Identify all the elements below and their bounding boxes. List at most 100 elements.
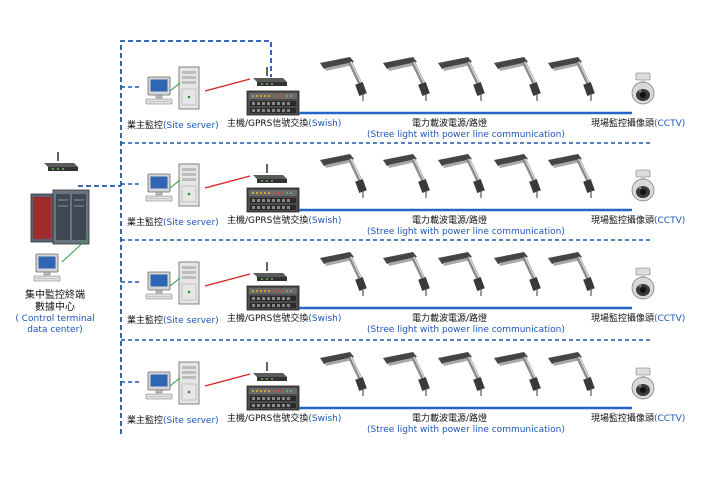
site-red-link <box>204 78 251 92</box>
streetlight-label-en: (Stree light with power line communicati… <box>367 227 565 237</box>
switch-label-group: 主機/GPRS信號交換(Swish) <box>227 119 341 130</box>
computer-icon <box>145 173 173 202</box>
tower-server-icon <box>178 361 200 405</box>
site-label-en: (Site server) <box>163 416 219 426</box>
control-center-label: 集中監控終端 數據中心 ( Control terminal data cent… <box>2 290 108 336</box>
site-row <box>121 152 655 213</box>
site-green-link <box>169 277 181 287</box>
camera-label-en: (CCTV) <box>654 216 686 226</box>
site-green-link <box>169 377 181 387</box>
streetlight-label-en-group: (Stree light with power line communicati… <box>367 425 565 436</box>
router-icon <box>43 151 79 172</box>
site-server-label: 業主監控(Site server) <box>127 218 219 229</box>
tower-server-icon <box>178 66 200 110</box>
tower-server-icon <box>178 163 200 207</box>
streetlight-icon <box>492 350 543 398</box>
streetlight-label: 電力載波電源/路燈 <box>412 119 488 129</box>
cctv-camera-icon <box>631 267 655 300</box>
camera-label: 現場監控攝像頭 <box>591 314 655 324</box>
switch-label-group: 主機/GPRS信號交換(Swish) <box>227 216 341 227</box>
streetlight-icon <box>381 55 432 103</box>
streetlight-icon <box>492 152 543 200</box>
streetlight-icon <box>381 350 432 398</box>
computer-icon <box>145 76 173 105</box>
control-center-en-1: ( Control terminal <box>15 314 95 324</box>
switch-label: 主機/GPRS信號交換 <box>227 119 309 129</box>
streetlight-icon <box>546 55 597 103</box>
server-cabinet-icon <box>30 189 90 245</box>
camera-label: 現場監控攝像頭 <box>591 119 655 129</box>
control-center-title-2: 數據中心 <box>35 302 75 313</box>
streetlight-icon <box>436 350 487 398</box>
switch-label-en: (Swish) <box>308 119 342 129</box>
center-green-link <box>61 237 89 263</box>
trunk-dashed-line <box>120 40 272 434</box>
camera-label-group: 現場監控攝像頭(CCTV) <box>591 414 685 425</box>
camera-label: 現場監控攝像頭 <box>591 414 655 424</box>
switch-icon <box>246 187 300 213</box>
switch-label-en: (Swish) <box>308 216 342 226</box>
site-label-en: (Site server) <box>163 316 219 326</box>
computer-icon <box>33 253 61 282</box>
site-green-link <box>169 82 181 92</box>
site-row <box>121 250 655 311</box>
streetlight-icon <box>546 250 597 298</box>
cctv-camera-icon <box>631 367 655 400</box>
switch-label-en: (Swish) <box>308 314 342 324</box>
camera-label: 現場監控攝像頭 <box>591 216 655 226</box>
site-label: 業主監控 <box>127 218 164 228</box>
cctv-camera-icon <box>631 72 655 105</box>
streetlight-icon <box>381 152 432 200</box>
streetlight-icon <box>492 55 543 103</box>
camera-label-group: 現場監控攝像頭(CCTV) <box>591 216 685 227</box>
camera-label-en: (CCTV) <box>654 119 686 129</box>
streetlight-label-en-group: (Stree light with power line communicati… <box>367 130 565 141</box>
site-server-label: 業主監控(Site server) <box>127 121 219 132</box>
computer-icon <box>145 371 173 400</box>
streetlight-label-en-group: (Stree light with power line communicati… <box>367 325 565 336</box>
streetlight-icon <box>381 250 432 298</box>
switch-icon <box>246 385 300 411</box>
streetlight-label-en: (Stree light with power line communicati… <box>367 425 565 435</box>
streetlight-icon <box>436 250 487 298</box>
router-icon <box>252 361 288 382</box>
router-icon <box>252 66 288 87</box>
control-center-en-2: data center) <box>27 325 83 335</box>
streetlight-label-en: (Stree light with power line communicati… <box>367 130 565 140</box>
site-label: 業主監控 <box>127 121 164 131</box>
site-red-link <box>204 273 251 287</box>
camera-label-group: 現場監控攝像頭(CCTV) <box>591 314 685 325</box>
site-label: 業主監控 <box>127 316 164 326</box>
site-server-label: 業主監控(Site server) <box>127 416 219 427</box>
switch-icon <box>246 285 300 311</box>
streetlight-icon <box>318 250 369 298</box>
streetlight-label-group: 電力載波電源/路燈 <box>412 414 487 425</box>
control-center-title-1: 集中監控終端 <box>25 290 85 301</box>
switch-icon <box>246 90 300 116</box>
streetlight-label: 電力載波電源/路燈 <box>412 414 488 424</box>
camera-label-en: (CCTV) <box>654 414 686 424</box>
streetlight-icon <box>318 350 369 398</box>
streetlight-icon <box>318 152 369 200</box>
switch-label: 主機/GPRS信號交換 <box>227 216 309 226</box>
camera-label-group: 現場監控攝像頭(CCTV) <box>591 119 685 130</box>
streetlight-label-group: 電力載波電源/路燈 <box>412 119 487 130</box>
site-red-link <box>204 175 251 189</box>
site-server-label: 業主監控(Site server) <box>127 316 219 327</box>
computer-icon <box>145 271 173 300</box>
switch-label-group: 主機/GPRS信號交換(Swish) <box>227 414 341 425</box>
tower-server-icon <box>178 261 200 305</box>
router-icon <box>252 261 288 282</box>
site-green-link <box>169 179 181 189</box>
streetlight-icon <box>318 55 369 103</box>
switch-label-group: 主機/GPRS信號交換(Swish) <box>227 314 341 325</box>
camera-label-en: (CCTV) <box>654 314 686 324</box>
streetlight-label-group: 電力載波電源/路燈 <box>412 314 487 325</box>
site-red-link <box>204 373 251 387</box>
streetlight-label-group: 電力載波電源/路燈 <box>412 216 487 227</box>
streetlight-label-en: (Stree light with power line communicati… <box>367 325 565 335</box>
switch-label: 主機/GPRS信號交換 <box>227 414 309 424</box>
switch-label: 主機/GPRS信號交換 <box>227 314 309 324</box>
streetlight-icon <box>436 152 487 200</box>
